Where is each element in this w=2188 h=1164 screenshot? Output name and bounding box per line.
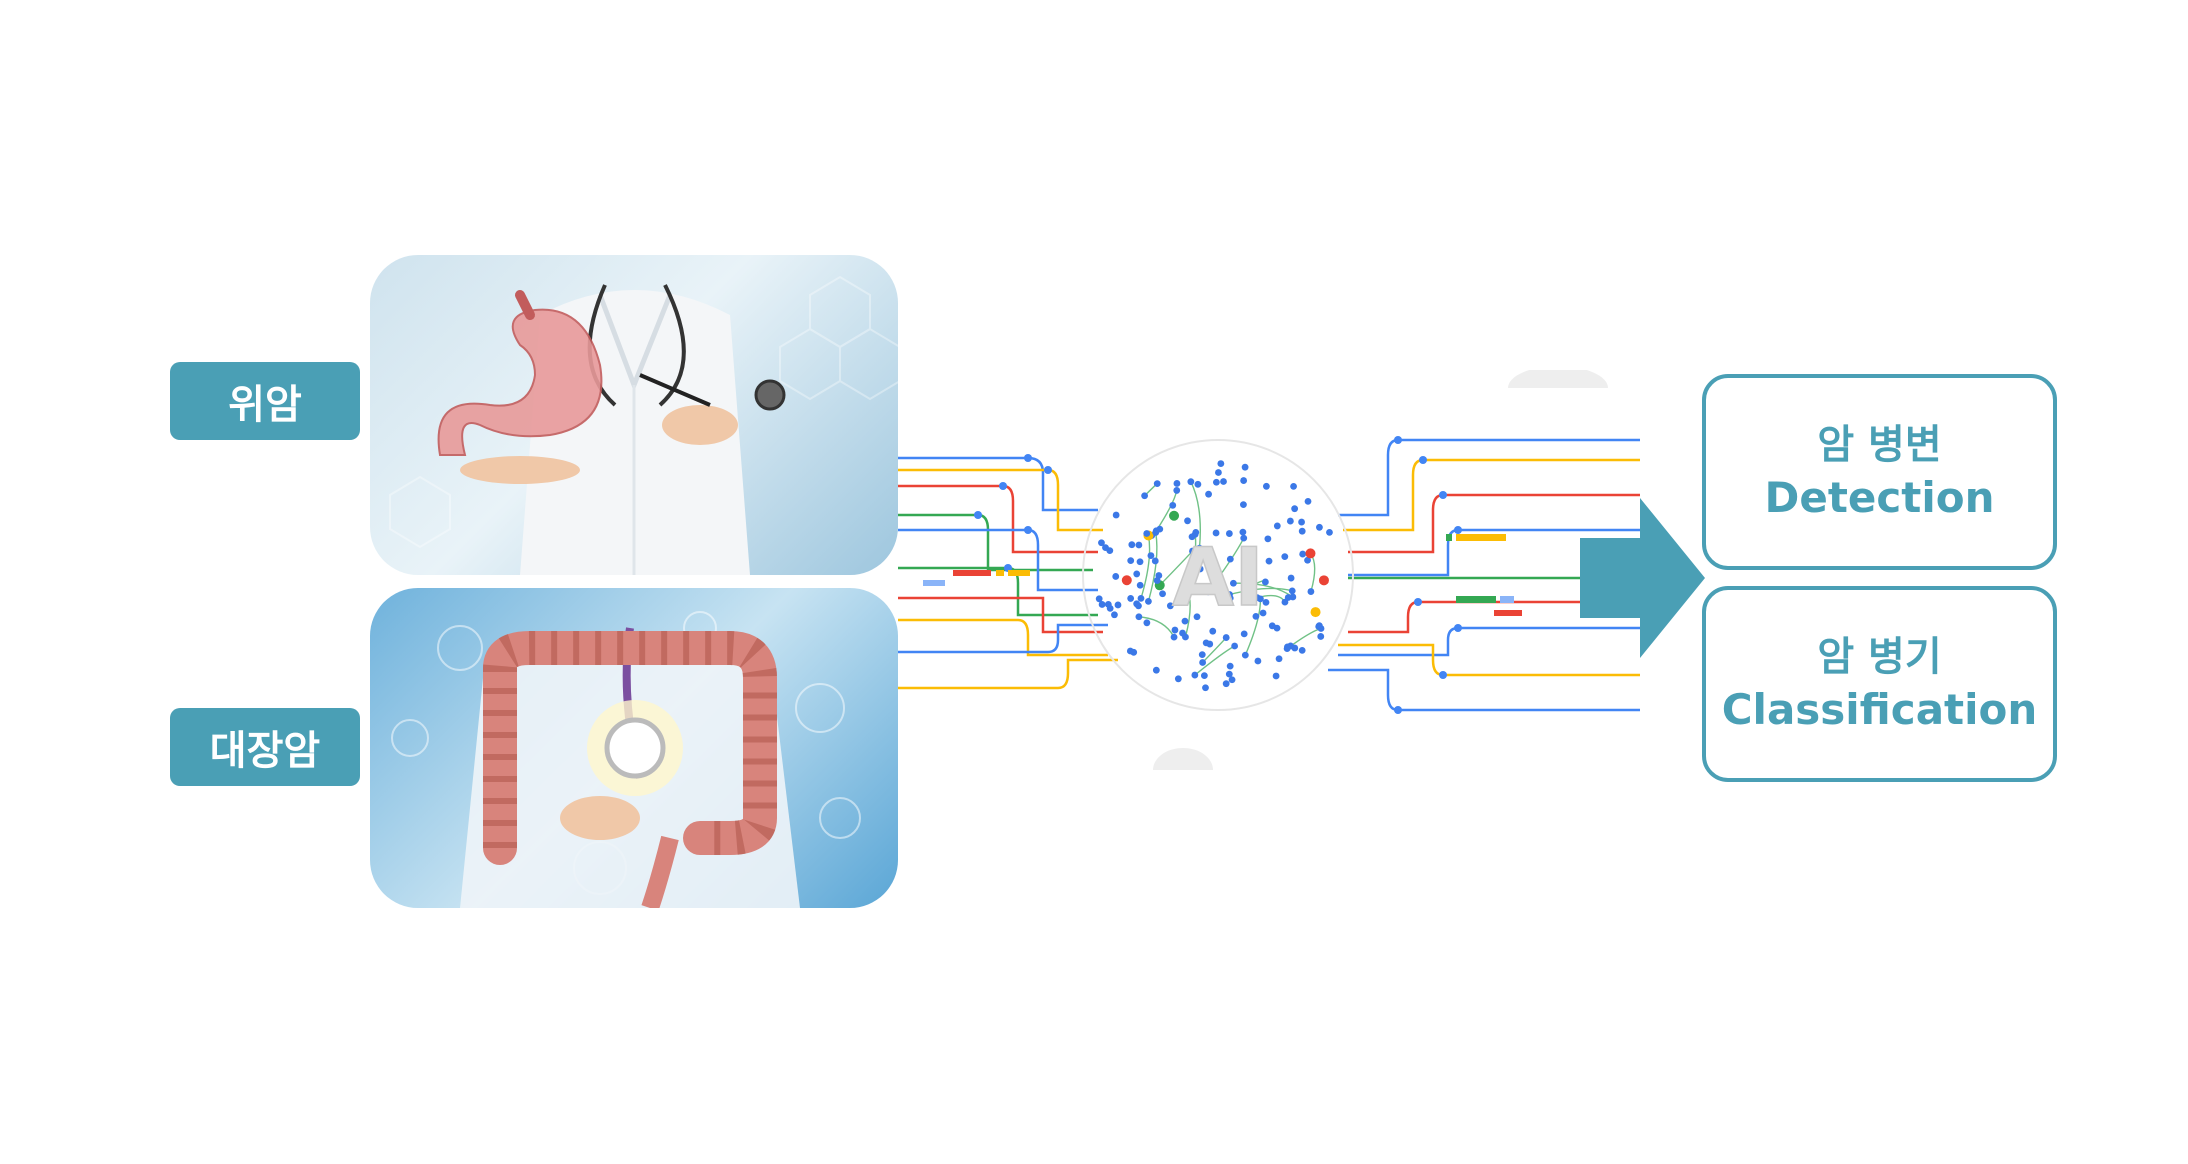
stomach-cancer-label: 위암 xyxy=(170,362,360,440)
colorectal-cancer-label-text: 대장암 xyxy=(209,728,321,774)
flow-arrow xyxy=(1580,498,1705,658)
colorectal-doctor-image xyxy=(370,588,898,908)
classification-english-label: Classification xyxy=(1721,685,2038,734)
ai-neural-network-graphic: AI xyxy=(898,370,1640,770)
ai-center-text: AI xyxy=(1172,531,1264,624)
classification-korean-label: 암 병기 xyxy=(1817,634,1942,680)
stomach-doctor-image xyxy=(370,255,898,575)
stomach-cancer-label-text: 위암 xyxy=(228,382,302,428)
detection-output-box: 암 병변 Detection xyxy=(1702,374,2057,570)
detection-korean-label: 암 병변 xyxy=(1817,422,1942,468)
colorectal-cancer-label: 대장암 xyxy=(170,708,360,786)
classification-output-box: 암 병기 Classification xyxy=(1702,586,2057,782)
detection-english-label: Detection xyxy=(1764,473,1995,522)
